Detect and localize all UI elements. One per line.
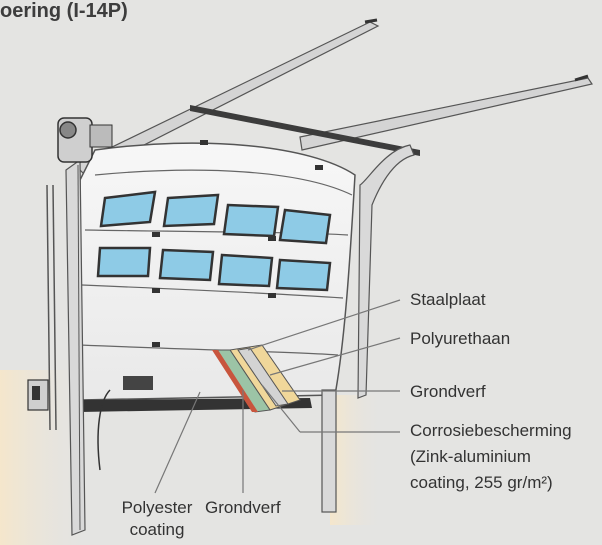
label-coating-weight: coating, 255 gr/m²) [410, 473, 553, 492]
control-box-icon [27, 379, 49, 411]
label-grondverf-right: Grondverf [410, 382, 486, 401]
label-grondverf-bottom: Grondverf [205, 498, 281, 517]
ceiling-rails [73, 18, 593, 176]
leader-lines [154, 299, 401, 494]
right-wall-glow [330, 395, 385, 525]
window-row-bottom [96, 246, 332, 292]
label-corrosiebescherming: Corrosiebescherming [410, 421, 572, 440]
door-edge-profile [357, 144, 415, 399]
lock-handle [123, 376, 153, 390]
right-post [321, 389, 337, 513]
label-polyurethaan: Polyurethaan [410, 329, 511, 348]
control-cable [97, 389, 111, 471]
motor-unit-icon [57, 117, 113, 163]
label-polyester-coating: coating [129, 520, 185, 539]
label-zink-aluminium: (Zink-aluminium [410, 447, 531, 466]
page-title: oering (I-14P) [0, 0, 128, 22]
panel-cutaway [212, 344, 301, 413]
left-rail [46, 158, 86, 536]
label-polyester: Polyester [121, 498, 193, 517]
window-row-top [99, 190, 332, 245]
hinges [152, 140, 323, 347]
label-staalplaat: Staalplaat [410, 290, 486, 309]
